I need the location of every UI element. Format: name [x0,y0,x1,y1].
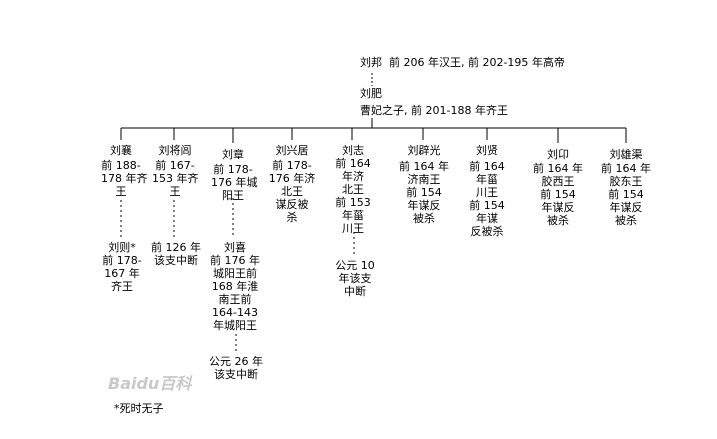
footnote: *死时无子 [114,402,164,415]
son-liuxiang-desc: 前 188- 178 年齐 王 [101,159,148,198]
son-liuang-name: 刘卬 [547,148,569,161]
son-liuzhi-desc: 前 164 年济 北王 前 153 年菑 川王 [335,157,371,235]
descendant-liuzhi-end: 公元 10 年该支 中断 [335,259,375,298]
watermark-logo: Baidu百科 [108,374,192,393]
son-liupiguang-desc: 前 164 年 济南王 前 154 年谋反 被杀 [399,160,449,225]
son-liuzhang-name: 刘章 [222,148,244,161]
root-liubang: 刘邦 前 206 年汉王, 前 202-195 年高帝 [360,56,565,69]
son-liuang-desc: 前 164 年 胶西王 前 154 年谋反 被杀 [533,162,583,227]
son-liujianglv-desc: 前 167- 153 年齐 王 [152,159,199,198]
son-liuxingju-desc: 前 178- 176 年济 北王 谋反被 杀 [268,159,316,224]
son-liuxiongqu-name: 刘雄渠 [609,148,643,161]
descendant-liuxi: 刘喜 前 176 年 城阳王前 168 年淮 南王前 164-143 年城阳王 [210,241,260,332]
son-liuxiongqu-desc: 前 164 年 胶东王 前 154 年谋反 被杀 [601,162,651,227]
son-liupiguang-name: 刘辟光 [407,144,441,157]
descendant-liuxi-end: 公元 26 年 该支中断 [209,355,263,381]
son-liuxiang-name: 刘襄 [110,144,132,157]
root-liufei-desc: 曹妃之子, 前 201-188 年齐王 [360,104,508,117]
descendant-jianglv-end: 前 126 年 该支中断 [151,241,201,267]
son-liuxian-desc: 前 164 年菑 川王 前 154 年谋 反被杀 [469,160,505,238]
son-liuzhi-name: 刘志 [342,144,364,157]
son-liuzhang-desc: 前 178- 176 年城 阳王 [211,163,258,202]
root-liufei-name: 刘肥 [360,87,382,100]
son-liuxingju-name: 刘兴居 [275,144,309,157]
son-liujianglv-name: 刘将闾 [158,144,192,157]
descendant-liuze: 刘则* 前 178- 167 年 齐王 [102,241,142,293]
son-liuxian-name: 刘贤 [476,144,498,157]
